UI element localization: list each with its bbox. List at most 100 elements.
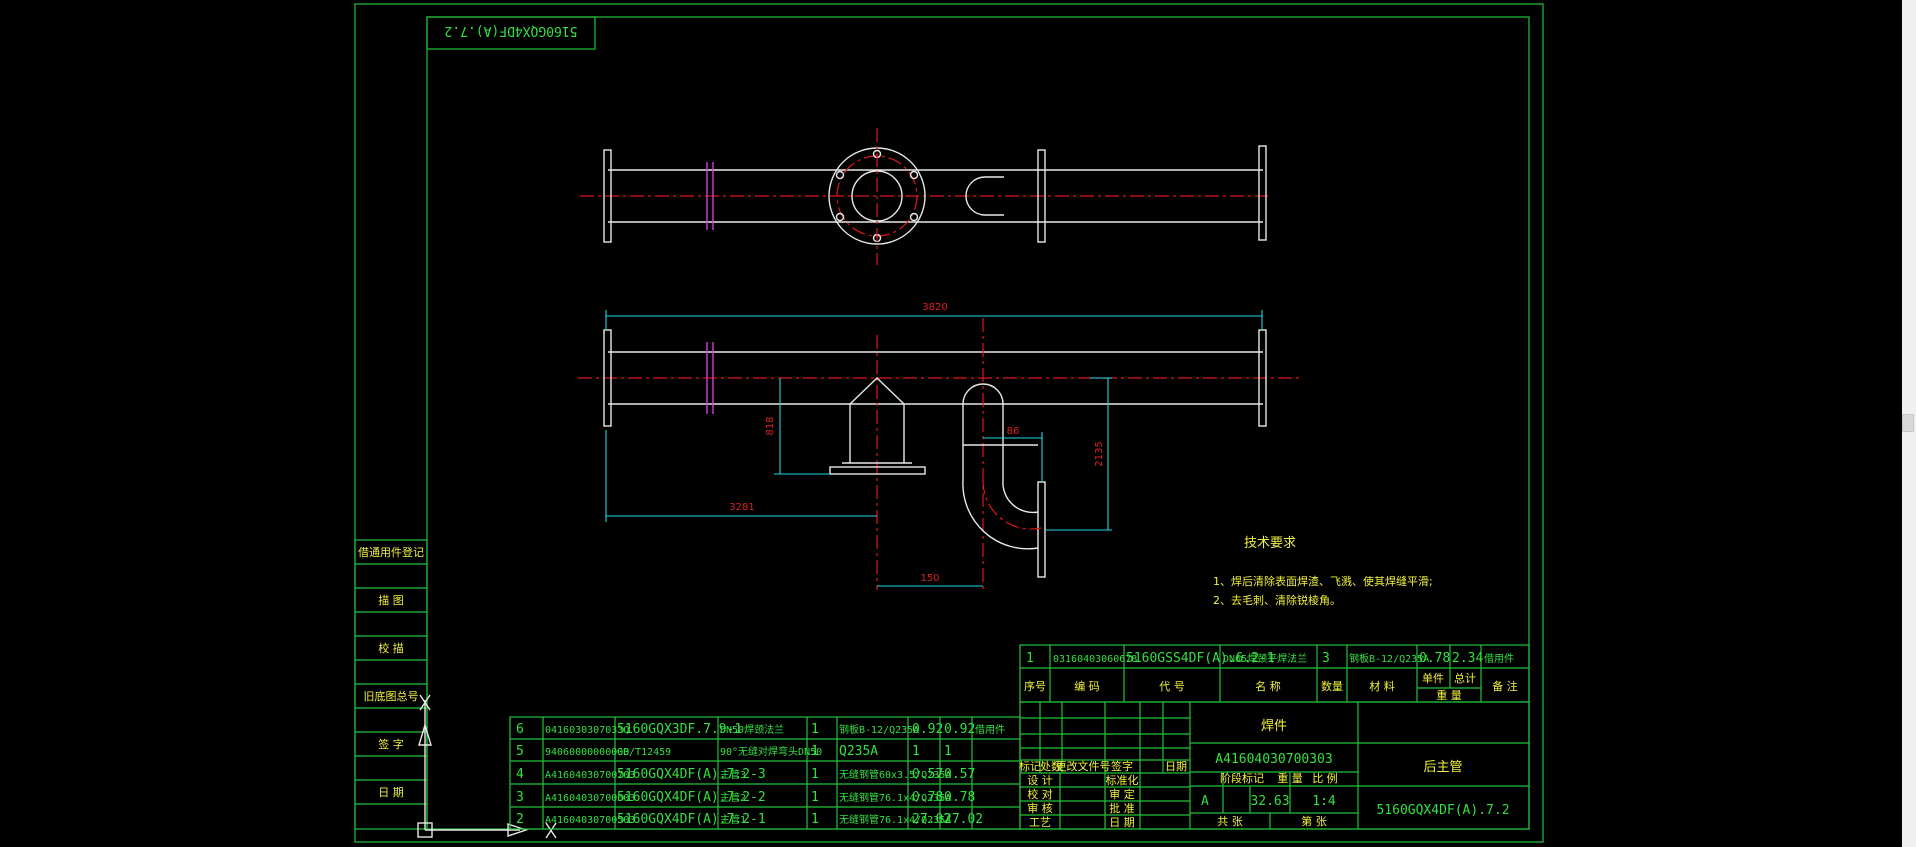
revision-label-2: 更改文件号	[1056, 759, 1111, 773]
bom-header-name: 名 称	[1255, 679, 1281, 693]
bom-header-code: 编 码	[1074, 679, 1100, 693]
bom-row-material: 无缝钢管76.1x4/Q235A	[839, 791, 951, 804]
bom-left-grid	[509, 716, 1021, 830]
dim-branch-offset: 3281	[729, 502, 754, 513]
sidebar-label-2: 校 描	[378, 641, 404, 655]
bom-row-qty: 1	[811, 790, 819, 805]
bom-row-no: 4	[516, 767, 524, 782]
bom-row-name: DN50焊颈法兰	[720, 723, 784, 736]
bom-header-drawing: 代 号	[1159, 680, 1185, 693]
bom-right-qty: 3	[1322, 651, 1330, 666]
title-scale-label: 比 例	[1312, 771, 1338, 785]
svg-text:5160GQX4DF(A).7.2: 5160GQX4DF(A).7.2	[444, 23, 577, 38]
bom-row-name: 主管1	[720, 813, 746, 826]
bom-row-code: 94060000000000	[545, 747, 629, 758]
title-part-name: 后主管	[1423, 760, 1462, 775]
sign-label-5: 审 定	[1109, 787, 1135, 801]
bom-row-code: A41604030700503	[545, 815, 635, 826]
bom-right-material: 钢板B-12/Q235A	[1349, 652, 1429, 665]
title-block-grid	[1019, 701, 1530, 830]
outer-frame	[354, 3, 1544, 843]
front-view-pipe	[578, 318, 1300, 590]
bom-right-drawing: 5160GSS4DF(A).6.2-1	[1126, 651, 1275, 666]
sign-label-6: 批 准	[1109, 801, 1135, 815]
bom-row-qty: 1	[811, 767, 819, 782]
ucs-icon	[417, 694, 557, 839]
bom-row-drawing: 5160GQX4DF(A).7.2-2	[617, 790, 766, 805]
bom-row-note: 借用件	[975, 724, 1005, 736]
bom-row-code: A41604030700603	[545, 793, 635, 804]
bom-row-unit: 0.78	[912, 790, 943, 805]
dim-total-length: 3820	[922, 302, 947, 313]
tech-req-item-1: 1、焊后清除表面焊渣、飞溅、使其焊缝平滑;	[1213, 574, 1433, 588]
bom-row-no: 2	[516, 812, 524, 827]
bom-header-total: 总计	[1454, 671, 1476, 685]
bom-row-name: 主管3	[720, 768, 746, 781]
bom-header-weight: 重 量	[1436, 688, 1462, 702]
bom-right-code: 03160403060678	[1053, 654, 1137, 665]
vertical-scrollbar[interactable]	[1902, 0, 1916, 847]
bom-row-total: 27.02	[944, 812, 983, 827]
bom-row-total: 1	[944, 744, 952, 759]
bom-row-material: 钢板B-12/Q235A	[839, 723, 919, 736]
sidebar-label-4: 签 字	[378, 737, 404, 751]
mirrored-drawing-number: 5160GQX4DF(A).7.2	[426, 16, 596, 50]
title-code: A41604030700303	[1215, 752, 1332, 767]
bom-row-qty: 1	[811, 722, 819, 737]
bom-row-no: 6	[516, 722, 524, 737]
sign-label-7: 日 期	[1109, 816, 1135, 829]
bom-row-total: 0.92	[944, 722, 975, 737]
bom-row-unit: 0.92	[912, 722, 943, 737]
title-sheet-no: 第 张	[1301, 814, 1327, 828]
bom-row-unit: 27.02	[912, 812, 951, 827]
left-sidebar-table	[354, 539, 428, 830]
bom-header-material: 材 料	[1369, 679, 1395, 693]
sidebar-label-0: 借通用件登记	[358, 545, 424, 559]
bom-row-qty: 1	[811, 812, 819, 827]
sign-label-4: 标准化	[1106, 773, 1139, 787]
bom-row-no: 5	[516, 744, 524, 759]
bom-right-name: DN65焊颈平焊法兰	[1223, 652, 1307, 665]
tech-req-item-2: 2、去毛刺、清除锐棱角。	[1213, 593, 1341, 607]
title-weight-label: 重 量	[1277, 771, 1303, 785]
bom-right-unit: 0.78	[1419, 651, 1450, 666]
revision-label-0: 标记	[1019, 759, 1041, 773]
bom-row-drawing: 5160GQX4DF(A).7.2-1	[617, 812, 766, 827]
bom-row-drawing: GB/T12459	[617, 747, 671, 758]
dim-elbow-height: 2135	[1094, 441, 1105, 466]
top-view-pipe	[580, 128, 1268, 265]
dim-elbow-offset: 86	[1007, 426, 1020, 437]
dim-branch-spacing: 150	[920, 573, 939, 584]
title-stage-label: 阶段标记	[1220, 771, 1264, 785]
sidebar-label-5: 日 期	[378, 786, 404, 799]
bom-row-name: 90°无缝对焊弯头DN50	[720, 745, 822, 758]
bom-row-name: 主管2	[720, 791, 746, 804]
sign-label-2: 审 核	[1027, 801, 1053, 815]
bom-row-unit: 1	[912, 744, 920, 759]
bom-header-no: 序号	[1024, 679, 1046, 693]
bom-row-drawing: 5160GQX4DF(A).7.2-3	[617, 767, 766, 782]
bom-row-unit: 0.57	[912, 767, 943, 782]
bom-row-material: 无缝钢管60x3.5/Q235A	[839, 768, 951, 781]
bom-row-total: 0.57	[944, 767, 975, 782]
bom-row-code: A41604030700703	[545, 770, 635, 781]
dim-branch-height: 818	[765, 416, 776, 435]
title-type-label: 焊件	[1261, 718, 1287, 734]
bom-header-unit: 单件	[1422, 672, 1444, 685]
bom-row-drawing: 5160GQX3DF.7.9-1	[617, 722, 742, 737]
bom-row-code: 0416030307033Q	[545, 725, 629, 736]
title-weight: 32.63	[1250, 794, 1289, 809]
bom-row-no: 3	[516, 790, 524, 805]
title-scale: 1:4	[1312, 794, 1336, 809]
title-sheet-total: 共 张	[1217, 815, 1243, 828]
bom-row-material: Q235A	[839, 744, 878, 759]
scrollbar-thumb[interactable]	[1902, 414, 1914, 432]
sidebar-label-3: 旧底图总号	[364, 689, 419, 703]
bom-header-qty: 数量	[1321, 680, 1343, 693]
revision-label-4: 日期	[1165, 760, 1187, 773]
inner-frame	[426, 16, 1530, 830]
revision-label-1: 处数	[1040, 760, 1062, 773]
title-drawing-no: 5160GQX4DF(A).7.2	[1376, 803, 1509, 818]
bom-row-material: 无缝钢管76.1x4/Q235A	[839, 813, 951, 826]
